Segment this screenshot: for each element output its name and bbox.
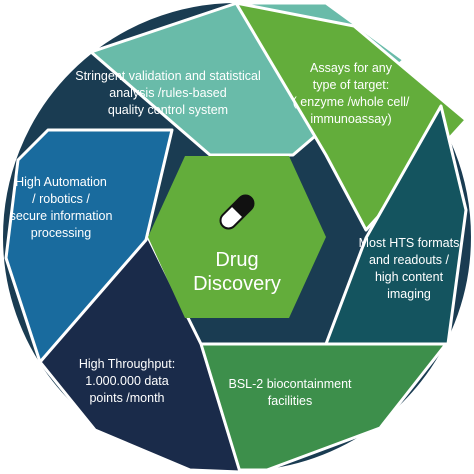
segment-label-line: immunoassay) xyxy=(310,112,391,126)
segment-label-upper-left: High Automation / robotics / secure inform… xyxy=(10,175,113,240)
segment-label-line: quality control system xyxy=(108,103,228,117)
segment-label-line: Stringent validation and statistical xyxy=(75,69,261,83)
segment-label-line: Most HTS formats xyxy=(359,236,460,250)
segment-label-bottom: BSL-2 biocontainment facilities xyxy=(229,377,353,408)
capsule-icon xyxy=(219,194,255,230)
segment-label-line: Assays for any xyxy=(310,61,393,75)
segment-label-line: ( enzyme /whole cell/ xyxy=(293,95,410,109)
segment-label-line: analysis /rules-based xyxy=(109,86,226,100)
segment-upper-left xyxy=(4,128,174,364)
segment-label-line: 1.000.000 data xyxy=(85,374,168,388)
segment-labels: Stringent validation and statistical anal… xyxy=(10,61,460,408)
center-hexagon xyxy=(148,156,326,318)
segment-label-line: / robotics / xyxy=(32,192,90,206)
segment-label-top: Stringent validation and statistical anal… xyxy=(75,69,261,117)
segment-label-line: imaging xyxy=(387,287,431,301)
center-title-line1: Drug xyxy=(215,249,258,271)
segment-label-lower-left: High Throughput: 1.000.000 data points /mo… xyxy=(79,357,175,405)
segment-label-line: High Throughput: xyxy=(79,357,175,371)
center-title-line2: Discovery xyxy=(193,273,281,295)
segment-label-line: and readouts / xyxy=(369,253,449,267)
segment-label-lower-right: Most HTS formats and readouts / high conte… xyxy=(359,236,460,301)
segment-label-upper-right: Assays for any type of target: ( enzyme /w… xyxy=(293,61,410,126)
segment-label-line: secure information xyxy=(10,209,113,223)
segment-label-line: facilities xyxy=(268,394,312,408)
segment-label-line: High Automation xyxy=(15,175,107,189)
segment-label-line: processing xyxy=(31,226,91,240)
segment-label-line: BSL-2 biocontainment xyxy=(229,377,353,391)
segment-label-line: points /month xyxy=(89,391,164,405)
segment-label-line: high content xyxy=(375,270,444,284)
segment-label-line: type of target: xyxy=(313,78,389,92)
